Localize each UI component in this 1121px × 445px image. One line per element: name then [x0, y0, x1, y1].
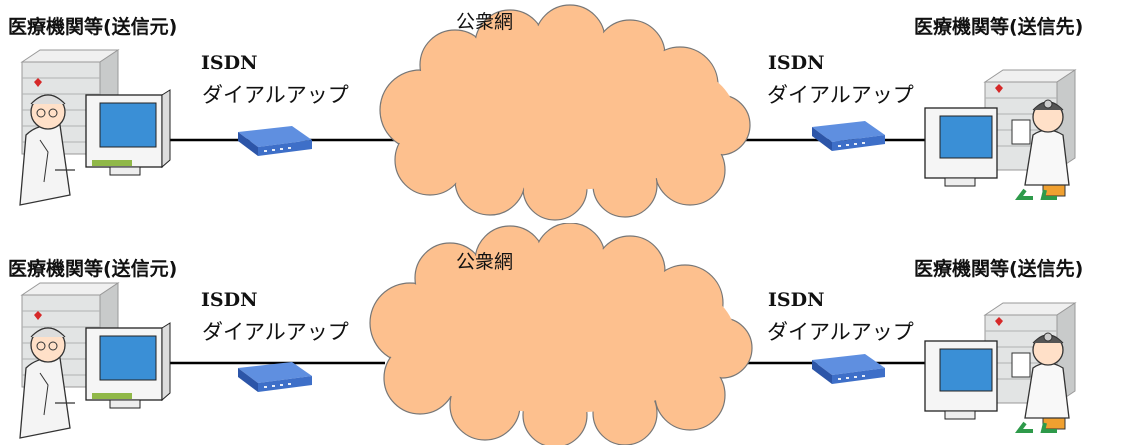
public-network-cloud — [369, 223, 753, 445]
public-network-cloud — [379, 4, 751, 221]
right-isdn-label: ISDN — [768, 52, 825, 74]
sender-site-label: 医療機関等(送信元) — [8, 16, 178, 38]
receiver-computer-icon — [924, 340, 998, 420]
right-dialup-label: ダイアルアップ — [767, 83, 914, 107]
left-dialup-label: ダイアルアップ — [202, 320, 349, 344]
receiver-site-label: 医療機関等(送信先) — [914, 258, 1084, 280]
network-diagram-graphic — [19, 4, 1077, 221]
receiver-doctor-icon — [1011, 332, 1070, 433]
sender-site-label: 医療機関等(送信元) — [8, 258, 178, 280]
receiver-computer-icon — [924, 107, 998, 187]
sender-doctor-icon — [19, 94, 75, 206]
left-isdn-label: ISDN — [201, 289, 258, 311]
left-isdn-label: ISDN — [201, 52, 258, 74]
right-dialup-label: ダイアルアップ — [767, 320, 914, 344]
sender-computer-icon — [85, 322, 171, 409]
receiver-site-label: 医療機関等(送信先) — [914, 16, 1084, 38]
modem-icon-right — [812, 354, 885, 384]
left-dialup-label: ダイアルアップ — [202, 83, 349, 107]
sender-computer-icon — [85, 89, 171, 176]
modem-icon-right — [812, 121, 885, 151]
public-network-label: 公衆網 — [456, 251, 514, 273]
modem-icon-left — [238, 126, 312, 156]
public-network-label: 公衆網 — [456, 11, 514, 33]
diagram-panel-2: 医療機関等(送信元) 医療機関等(送信先) 公衆網 ISDN ダイアルアップ I… — [0, 223, 1121, 445]
sender-doctor-icon — [19, 327, 75, 439]
receiver-doctor-icon — [1011, 99, 1070, 200]
diagram-panel-1: 医療機関等(送信元) 医療機関等(送信先) 公衆網 ISDN ダイアルアップ I… — [0, 0, 1121, 222]
network-diagram-graphic — [19, 223, 1077, 445]
right-isdn-label: ISDN — [768, 289, 825, 311]
modem-icon-left — [238, 362, 312, 392]
